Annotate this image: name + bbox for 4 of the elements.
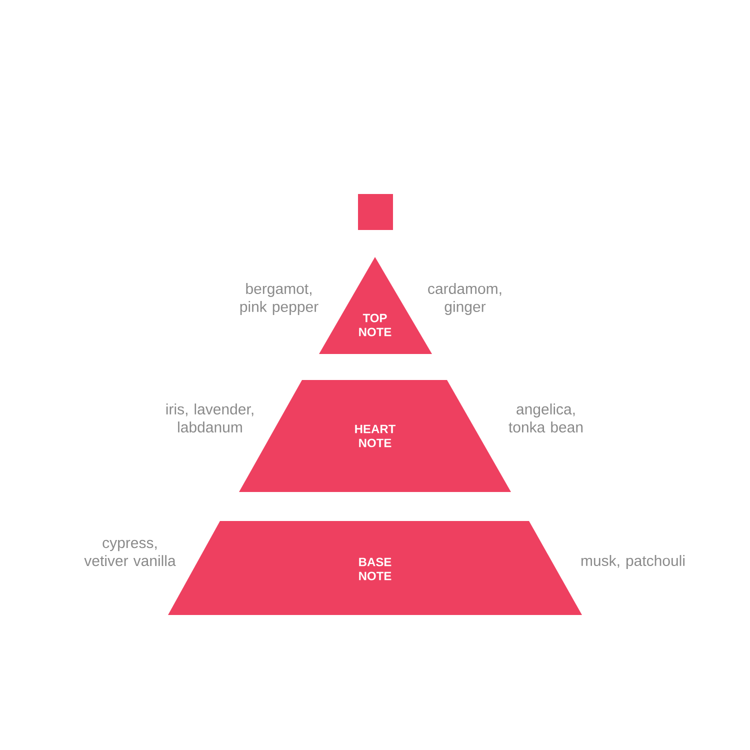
- note-label: angelica, tonka bean: [508, 404, 583, 432]
- square-swatch: [358, 194, 393, 230]
- note-label: bergamot, pink pepper: [240, 283, 318, 315]
- note-label: musk, patchouli: [581, 555, 684, 569]
